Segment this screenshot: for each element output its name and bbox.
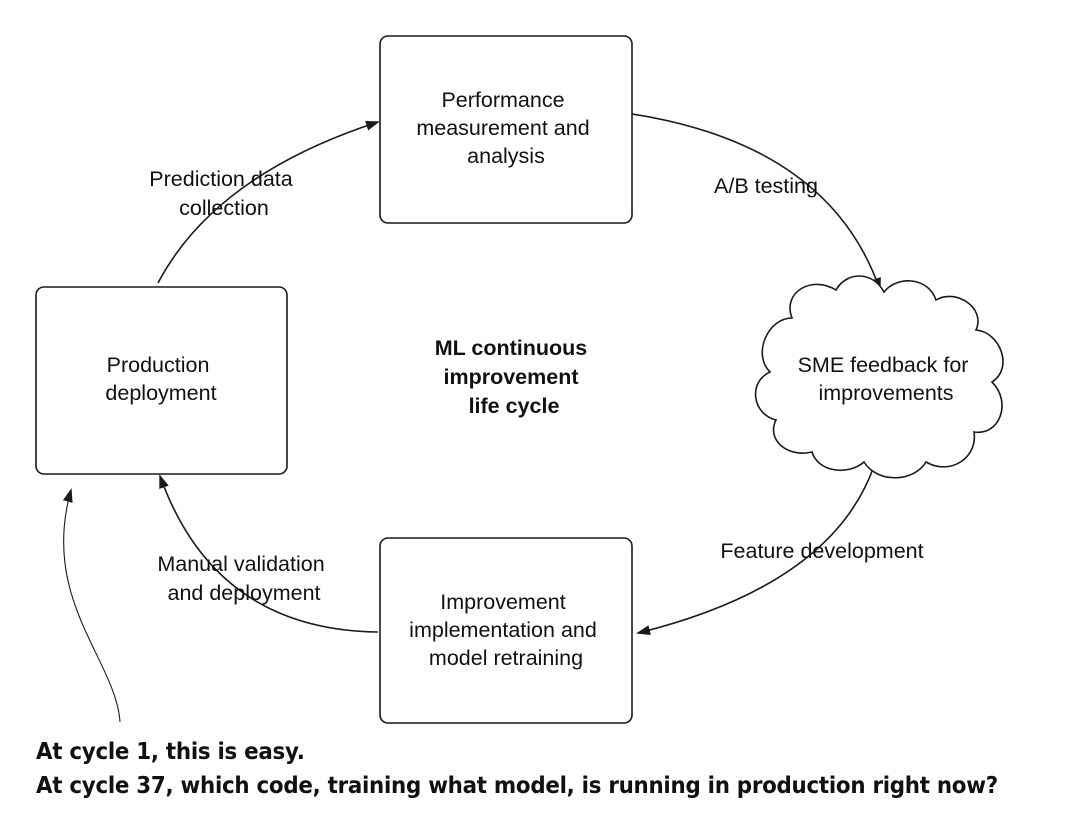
svg-text:Performance measurement an: Performance measurement and analysis (416, 88, 595, 168)
callout-line-2: At cycle 37, which code, training what m… (36, 773, 998, 799)
performance-label-line-3: analysis (467, 144, 545, 168)
center-title-line-3: life cycle (469, 394, 560, 418)
ab-testing-arrow (631, 113, 881, 292)
svg-text:Manual validation and depl: Manual validation and deployment (157, 552, 330, 605)
production-label-line-1: Production (107, 353, 210, 377)
sme-feedback-label-line-1: SME feedback for (798, 353, 969, 377)
improvement-label-line-3: model retraining (429, 646, 583, 670)
performance-node (379, 35, 633, 224)
sme-feedback-label-line-2: improvements (818, 381, 953, 405)
performance-label-line-2: measurement and (416, 116, 589, 140)
svg-text:Production deployment: Production deployment (105, 353, 216, 405)
feature-development-label: Feature development (720, 539, 923, 563)
center-title-line-1: ML continuous (435, 336, 588, 360)
callout-arrow (62, 488, 121, 723)
svg-text:Prediction data collection: Prediction data collection (149, 167, 298, 220)
callout-text: At cycle 1, this is easy. At cycle 37, w… (36, 735, 1066, 803)
performance-label-line-1: Performance (441, 88, 564, 112)
manual-validation-arrow (159, 474, 379, 633)
svg-text:ML continuous improvement: ML continuous improvement life cycle (435, 336, 593, 418)
svg-text:A/B testing: A/B testing (714, 174, 818, 198)
center-title-line-2: improvement (444, 365, 579, 389)
sme-feedback-cloud (754, 275, 1004, 479)
prediction-data-arrow (157, 120, 380, 284)
improvement-label-line-1: Improvement (440, 590, 565, 614)
svg-text:Improvement implementation: Improvement implementation and model ret… (409, 590, 603, 670)
callout-line-1: At cycle 1, this is easy. (36, 739, 305, 765)
svg-text:Feature development: Feature development (720, 539, 923, 563)
production-node (35, 286, 288, 475)
improvement-node (379, 537, 633, 724)
prediction-data-label-line-1: Prediction data (149, 167, 292, 191)
manual-validation-label-line-2: and deployment (168, 581, 321, 605)
improvement-label-line-2: implementation and (409, 618, 597, 642)
feature-development-arrow (636, 465, 875, 635)
production-label-line-2: deployment (105, 381, 216, 405)
svg-text:SME feedback for improveme: SME feedback for improvements (798, 353, 975, 405)
prediction-data-label-line-2: collection (179, 196, 269, 220)
manual-validation-label-line-1: Manual validation (157, 552, 324, 576)
ab-testing-label: A/B testing (714, 174, 818, 198)
